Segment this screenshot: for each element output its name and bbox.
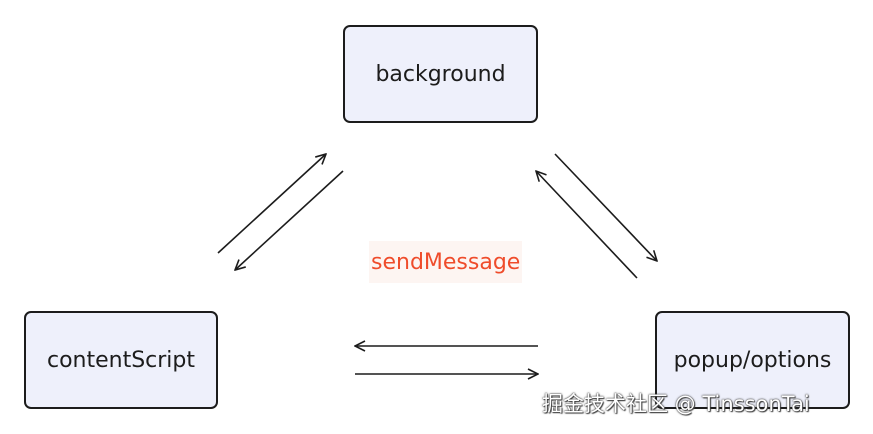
send-message-label: sendMessage: [369, 241, 523, 283]
popup-options-node-label: popup/options: [673, 347, 832, 373]
arrow-content-to-background: [217, 154, 326, 254]
background-node: background: [343, 25, 538, 123]
popup-options-node: popup/options: [655, 311, 850, 409]
content-script-node: contentScript: [24, 311, 218, 409]
arrow-background-to-popup: [554, 153, 657, 261]
arrow-popup-to-background: [536, 171, 638, 279]
content-script-node-label: contentScript: [46, 347, 196, 373]
arrow-background-to-content: [235, 170, 344, 270]
background-node-label: background: [375, 61, 506, 87]
watermark: 掘金技术社区 @ TinssonTai: [542, 392, 810, 416]
